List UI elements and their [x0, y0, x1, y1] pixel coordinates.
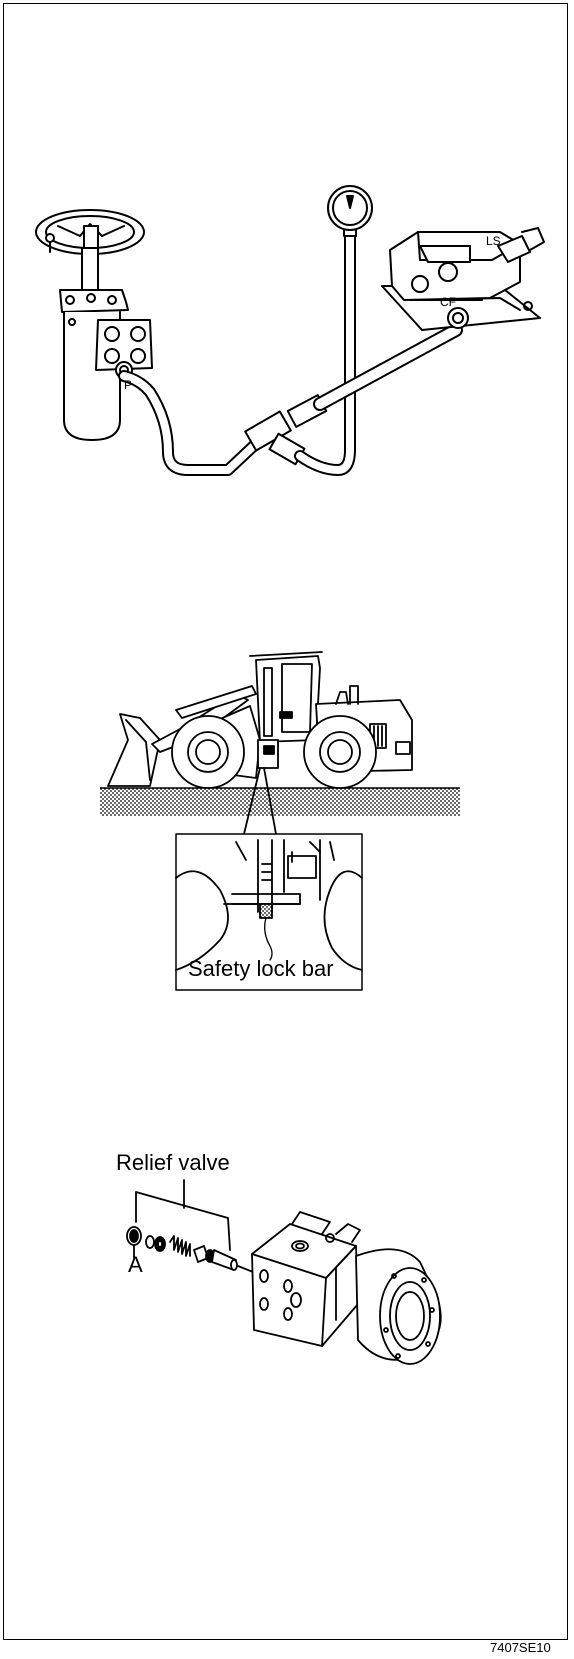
front-wheel	[171, 715, 245, 789]
part-label-a: A	[128, 1252, 143, 1277]
figure-code: 7407SE10	[490, 1640, 551, 1655]
cap-a	[126, 1226, 142, 1246]
callout-leader	[243, 767, 277, 835]
port-label-ls: LS	[486, 234, 501, 248]
pressure-gauge	[327, 185, 373, 237]
port-label-p: P	[124, 378, 133, 392]
relief-valve-title: Relief valve	[116, 1150, 230, 1175]
spring	[169, 1235, 191, 1257]
page-frame	[3, 3, 568, 1640]
ground-hatch	[100, 788, 460, 816]
steering-unit-body	[251, 1211, 442, 1365]
steering-unit	[59, 289, 153, 441]
bucket	[107, 713, 161, 787]
port-label-cf: CF	[440, 295, 456, 309]
priority-valve	[381, 227, 545, 331]
figure-pressure-gauge-hookup	[35, 185, 545, 476]
rear-wheel	[303, 715, 377, 789]
safety-lock-bar-callout: Safety lock bar	[188, 956, 334, 981]
